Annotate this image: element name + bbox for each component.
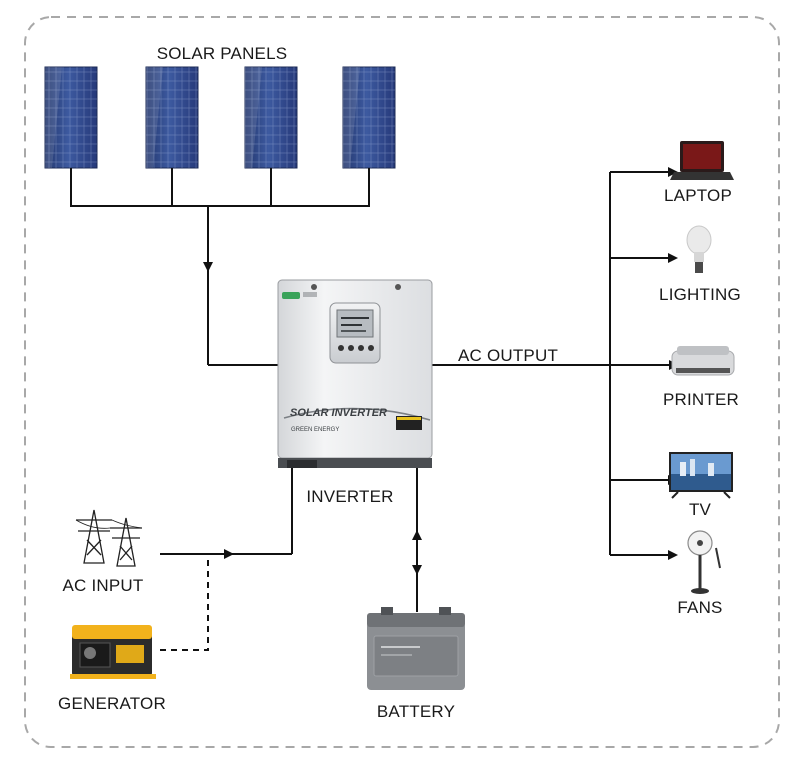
solar-panels-group	[44, 66, 396, 169]
battery-icon	[367, 607, 465, 690]
diagram-frame	[24, 16, 780, 748]
ac-input-label: AC INPUT	[62, 576, 144, 595]
arrow-ac-input	[224, 549, 234, 559]
fan-icon	[687, 530, 721, 594]
generator-icon	[70, 625, 156, 679]
power-pylons-icon	[75, 509, 143, 567]
arrow-fans	[668, 550, 678, 560]
inverter-front-title: SOLAR INVERTER	[290, 407, 387, 419]
battery-label: BATTERY	[376, 702, 456, 721]
solar-panel-2	[145, 66, 199, 169]
ac-output-label: AC OUTPUT	[458, 346, 559, 365]
arrow-lighting	[668, 253, 678, 263]
printer-icon	[671, 346, 735, 376]
wiring	[70, 168, 669, 651]
tv-icon	[669, 452, 733, 499]
light-bulb-icon	[686, 225, 712, 273]
printer-label: PRINTER	[662, 390, 740, 409]
arrow-battery-down	[412, 565, 422, 575]
inverter-front-subtitle: GREEN ENERGY	[291, 427, 339, 433]
arrowheads	[203, 167, 679, 575]
laptop-icon	[670, 141, 734, 180]
laptop-label: LAPTOP	[664, 186, 732, 205]
arrow-panels-down	[203, 262, 213, 272]
inverter-device: SOLAR INVERTER GREEN ENERGY	[277, 279, 433, 468]
arrow-battery-up	[412, 530, 422, 540]
fans-label: FANS	[677, 598, 723, 617]
solar-panel-3	[244, 66, 298, 169]
arrow-laptop	[668, 167, 678, 177]
solar-panel-1	[44, 66, 98, 169]
inverter-label: INVERTER	[306, 487, 394, 506]
lighting-label: LIGHTING	[659, 285, 741, 304]
solar-panel-4	[342, 66, 396, 169]
solar-panels-label: SOLAR PANELS	[156, 44, 288, 63]
tv-label: TV	[688, 500, 712, 519]
generator-label: GENERATOR	[58, 694, 166, 713]
